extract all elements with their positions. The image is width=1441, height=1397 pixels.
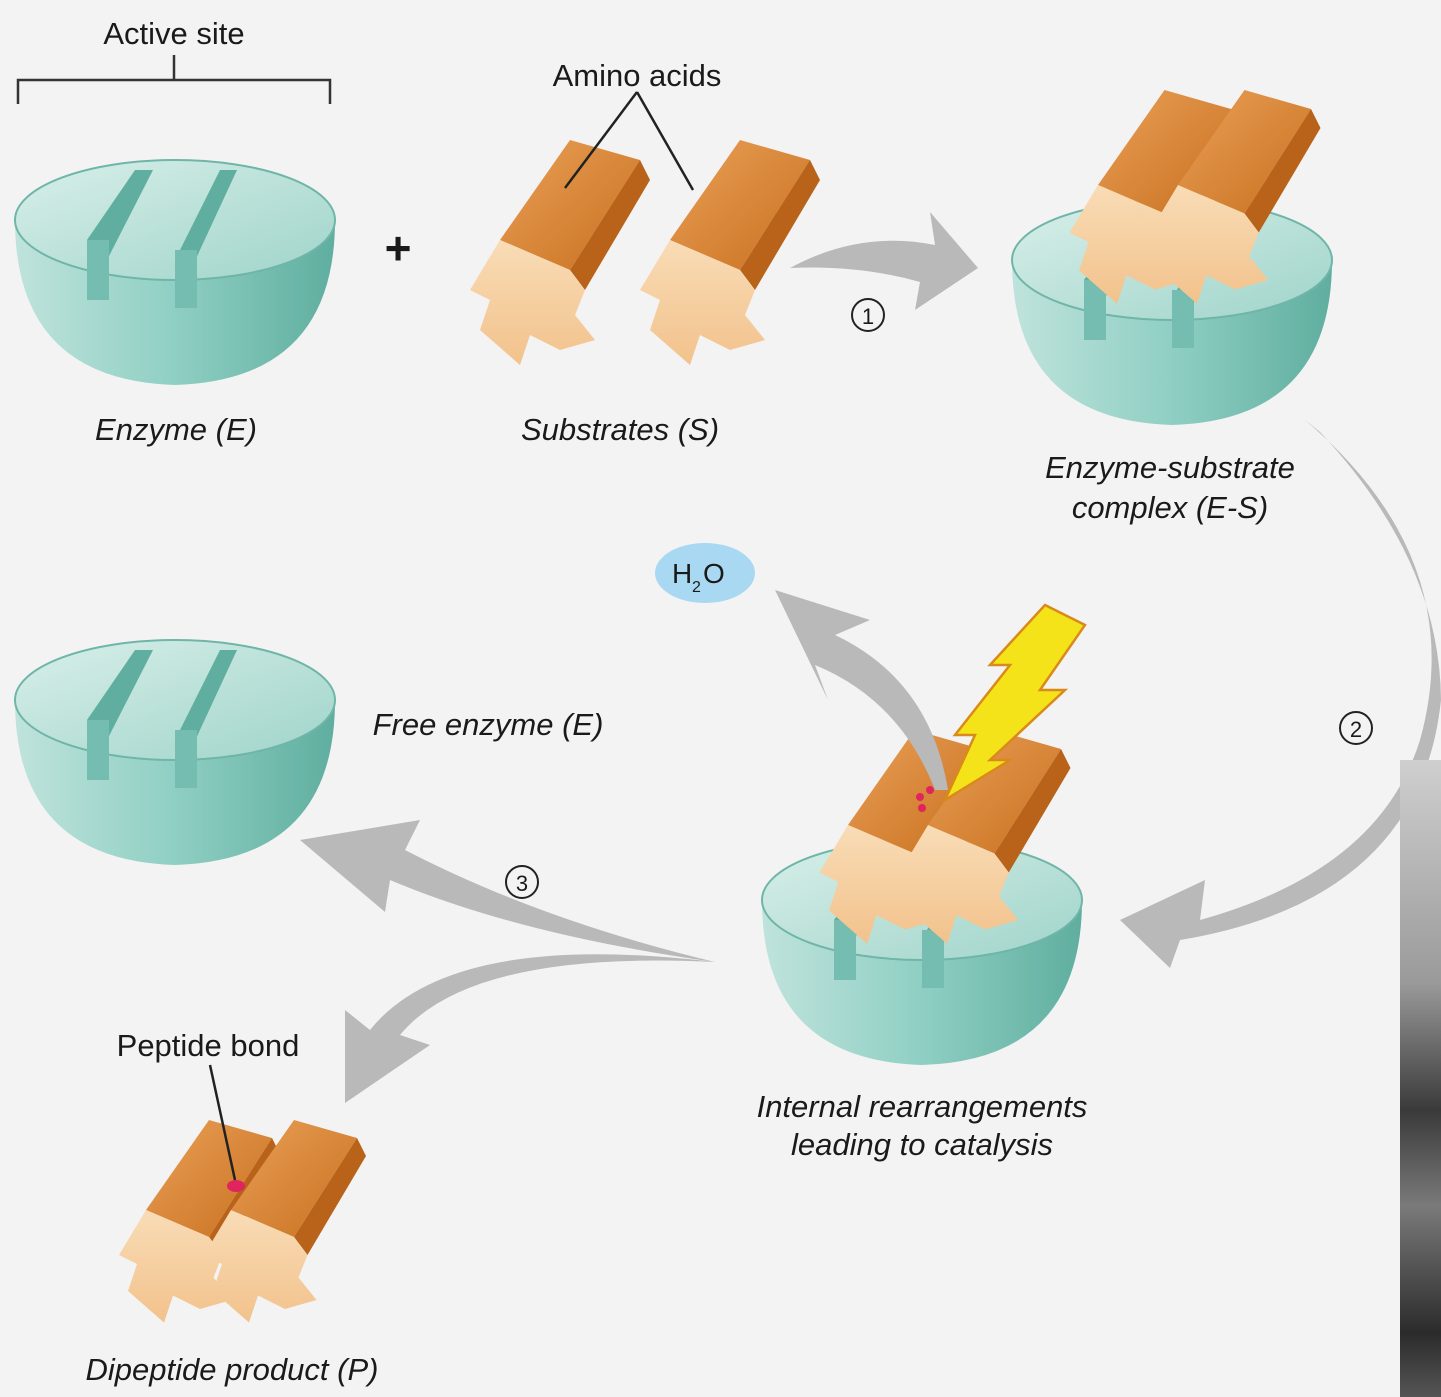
amino-acids-label: Amino acids	[553, 58, 722, 93]
step1-arrow	[790, 212, 978, 310]
active-site-label: Active site	[103, 16, 244, 51]
step3-number: 3	[516, 871, 528, 896]
complex-label-line2: complex (E-S)	[1072, 490, 1268, 525]
water-o: O	[703, 558, 725, 589]
enzyme-label: Enzyme (E)	[95, 412, 257, 447]
free-enzyme-bowl	[15, 640, 335, 865]
plus-sign: +	[385, 222, 412, 274]
step2-number: 2	[1350, 717, 1362, 742]
substrate-amino-acid-1	[470, 140, 650, 365]
peptide-bond-mark	[227, 1180, 245, 1192]
complex-label-line1: Enzyme-substrate	[1045, 450, 1295, 485]
product-label: Dipeptide product (P)	[86, 1352, 379, 1387]
enzyme-substrate-complex	[1012, 90, 1332, 425]
step1-number: 1	[862, 304, 874, 329]
water-subscript: 2	[692, 579, 701, 596]
water-release-arrow	[775, 590, 948, 790]
catalysis-complex	[762, 730, 1082, 1065]
internal-label-line2: leading to catalysis	[791, 1127, 1053, 1162]
bond-dot-1	[916, 793, 924, 801]
partial-photo-strip	[1400, 760, 1441, 1397]
peptide-bond-label: Peptide bond	[117, 1028, 300, 1063]
bond-dot-2	[926, 786, 934, 794]
enzyme-bowl	[15, 160, 335, 385]
dipeptide-product	[119, 1120, 366, 1323]
step3-arrow-to-product	[345, 954, 715, 1103]
step3-arrow-to-enzyme	[300, 820, 715, 962]
substrates-label: Substrates (S)	[521, 412, 719, 447]
substrate-amino-acid-2	[640, 140, 820, 365]
free-enzyme-label: Free enzyme (E)	[373, 707, 604, 742]
bond-dot-3	[918, 804, 926, 812]
internal-label-line1: Internal rearrangements	[757, 1089, 1088, 1124]
water-h: H	[672, 558, 692, 589]
active-site-bracket	[18, 80, 330, 104]
